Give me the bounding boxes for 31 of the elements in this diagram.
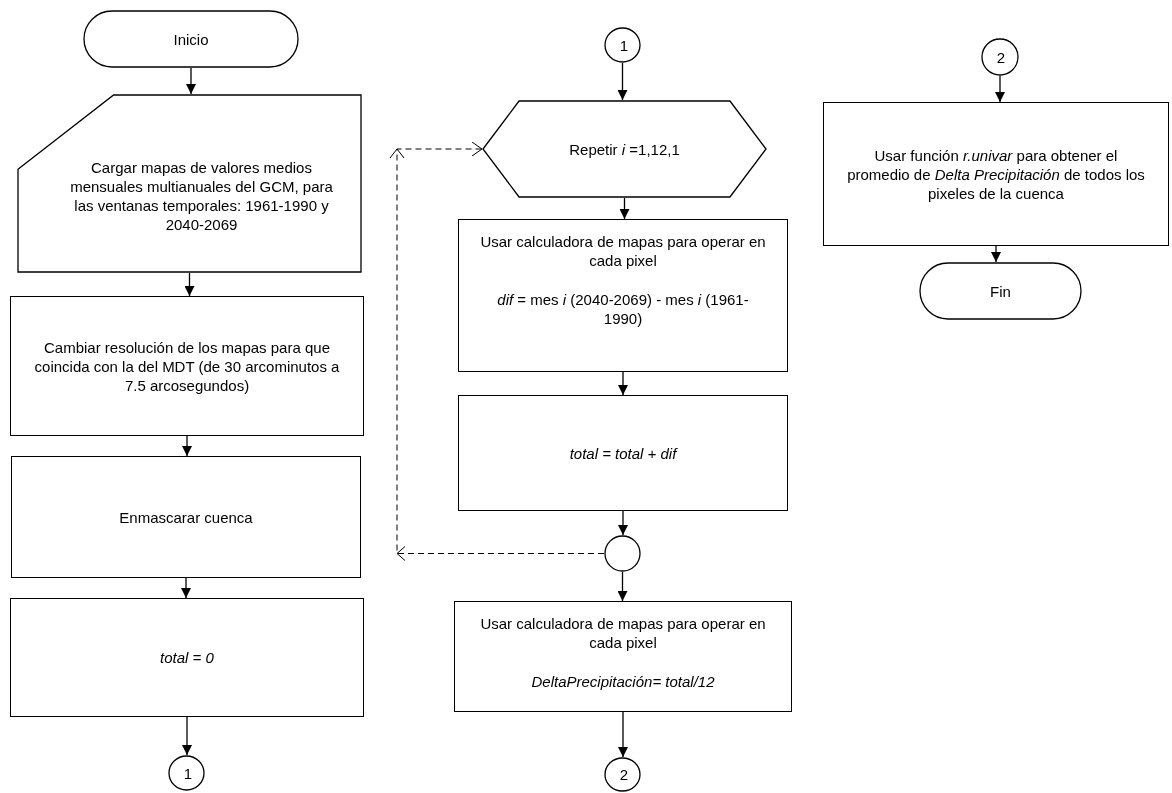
step-text: Cargar mapas de valores medios mensuales multianuales del GCM, para las ventanas temporales: 1961-1990 y 2040-2069 — [69, 157, 334, 234]
step-text: Fin — [990, 281, 1011, 301]
step-text: DeltaPrecipitación= total/12 — [531, 672, 715, 691]
step-text: Usar calculadora de mapas para operar en cada pixel — [479, 614, 767, 652]
connector-circle — [604, 757, 644, 792]
process-box — [10, 598, 364, 717]
step-text: Enmascarar cuenca — [119, 507, 253, 527]
step-text: Inicio — [173, 29, 209, 49]
step-text: Cambiar resolución de los mapas para que coincida con la del MDT (de 30 arcominutos a 7.5 arcosegundos) — [33, 337, 341, 395]
step-text: 2 — [619, 765, 629, 784]
step-text: total = total + dif — [569, 443, 677, 463]
step-text: 1 — [183, 763, 193, 783]
process-box — [458, 219, 788, 372]
loop-hexagon — [482, 100, 767, 198]
connector-circle — [981, 38, 1021, 76]
connector-circle — [604, 27, 644, 63]
process-box — [823, 102, 1169, 246]
connector-circle — [604, 535, 644, 572]
step-text: dif = mes i (2040-2069) - mes i (1961-1990) — [496, 290, 750, 328]
step-text: 2 — [996, 47, 1006, 67]
step-text: Usar calculadora de mapas para operar en cada pixel — [479, 232, 767, 270]
manual-input-shape — [17, 94, 362, 273]
step-text: Repetir i =1,12,1 — [569, 139, 680, 159]
connector-circle — [168, 755, 208, 791]
process-box — [454, 601, 792, 712]
process-box — [11, 456, 361, 578]
process-box — [458, 395, 788, 511]
step-text: Usar función r.univar para obtener el promedio de Delta Precipitación de todos los pixeles de la cuenca — [846, 145, 1146, 203]
step-text: total = 0 — [160, 648, 214, 667]
process-box — [10, 296, 364, 436]
step-text: 1 — [619, 35, 629, 55]
